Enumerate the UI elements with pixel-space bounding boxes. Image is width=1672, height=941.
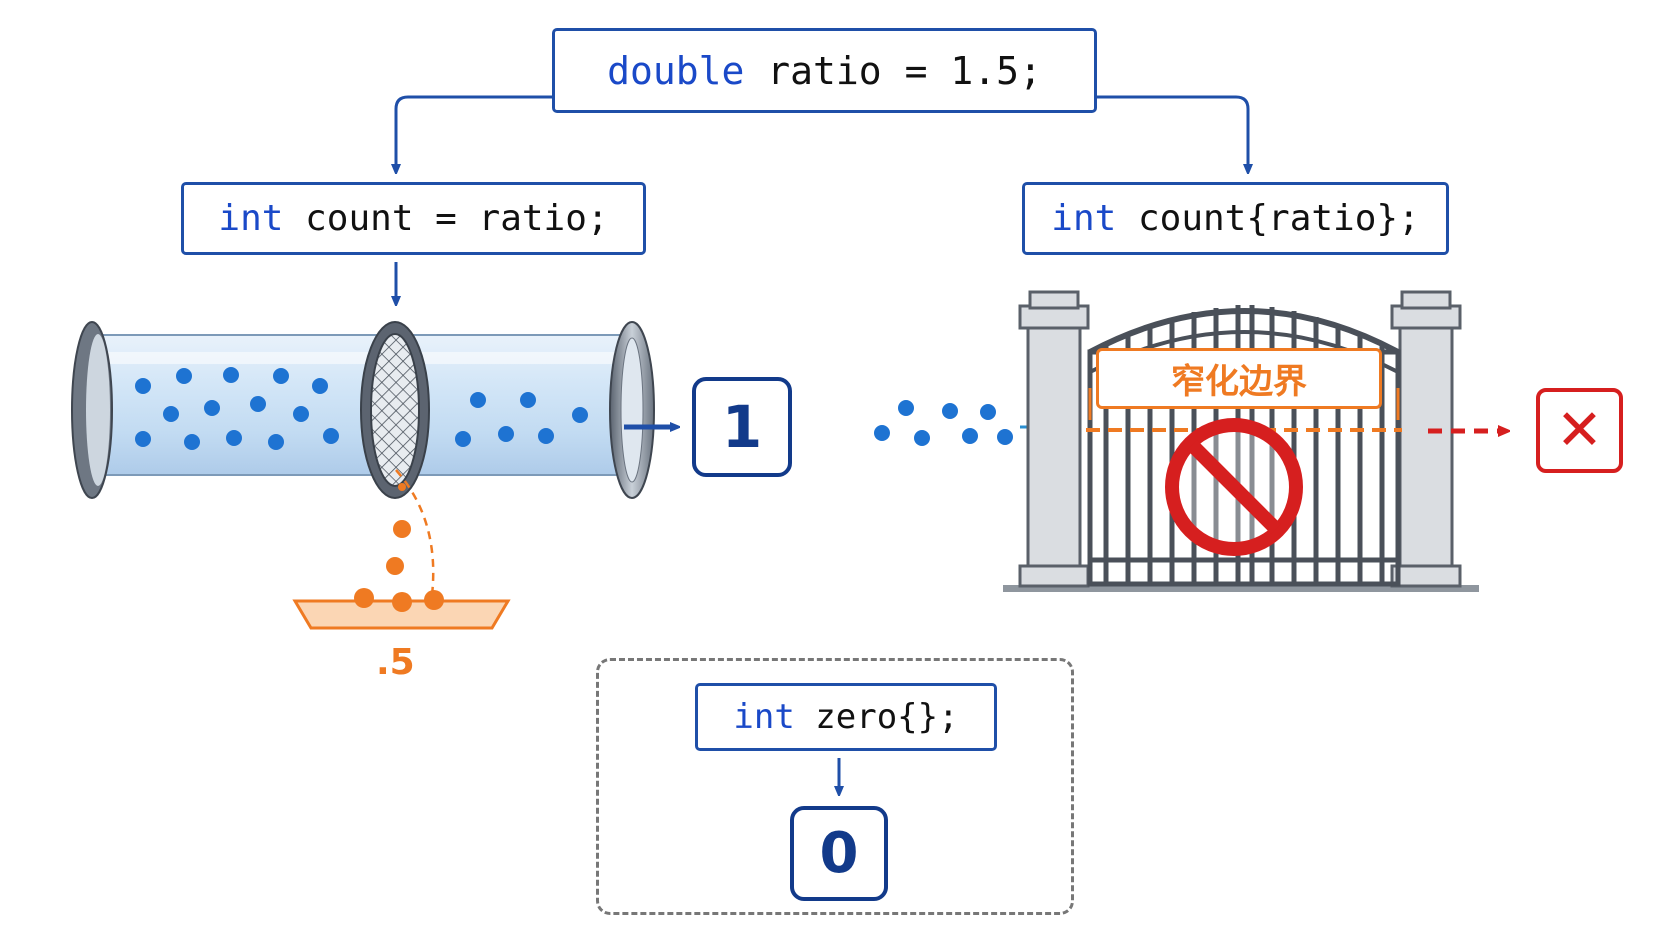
result-zero: 0 [790, 806, 888, 901]
code-text-right: count{ratio}; [1116, 198, 1420, 239]
code-text-left: count = ratio; [283, 198, 609, 239]
connector-left [396, 95, 552, 170]
zero-init-frame [596, 658, 1074, 915]
result-one: 1 [692, 377, 792, 477]
code-int-count-assign: int count = ratio; [181, 182, 646, 255]
gate [1003, 290, 1479, 592]
fraction-drip [292, 469, 511, 630]
code-int-count-brace: int count{ratio}; [1022, 182, 1449, 255]
error-x-icon: ✕ [1536, 388, 1623, 473]
code-int-zero: int zero{}; [695, 683, 997, 751]
code-text-top: ratio = 1.5; [744, 48, 1042, 93]
keyword-int: int [733, 697, 795, 737]
keyword-int: int [1051, 198, 1117, 239]
fraction-label: .5 [376, 642, 415, 683]
flow-dots [874, 400, 1013, 446]
tube-dots [135, 367, 588, 450]
connector-right [1097, 95, 1248, 170]
keyword-int: int [218, 198, 284, 239]
code-text-bottom: zero{}; [794, 697, 959, 737]
code-double-ratio: double ratio = 1.5; [552, 28, 1097, 113]
mesh-filter [360, 321, 430, 499]
keyword-double: double [607, 48, 745, 93]
gate-label-narrowing: 窄化边界 [1096, 348, 1382, 409]
